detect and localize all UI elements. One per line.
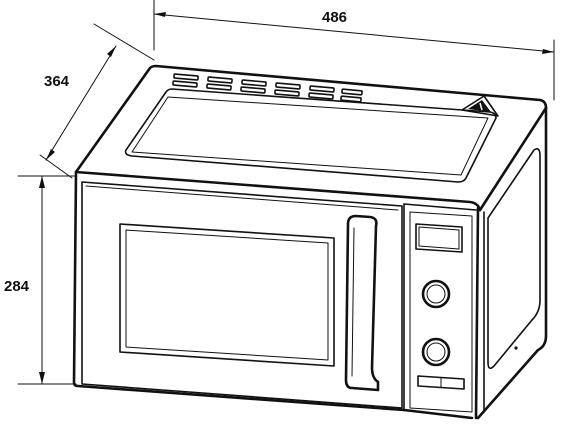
- side-panel: [487, 148, 541, 370]
- power-knob[interactable]: [421, 279, 451, 309]
- vent-slot: [206, 76, 233, 91]
- top-vents: [172, 73, 363, 103]
- door: [81, 181, 403, 409]
- microwave-body: [72, 64, 548, 420]
- warning-triangle-icon: [461, 95, 499, 117]
- vent-slot: [274, 82, 301, 97]
- vent-slot: [308, 85, 335, 100]
- vent-slot: [240, 79, 267, 94]
- width-label: 486: [322, 9, 347, 26]
- dimension-width: 486: [153, 0, 555, 101]
- top-panel: [124, 88, 497, 183]
- control-panel: [403, 203, 477, 413]
- display-screen: [415, 223, 463, 253]
- door-release-button[interactable]: [417, 375, 465, 390]
- vent-slot: [340, 88, 363, 103]
- depth-label: 364: [44, 73, 70, 90]
- door-window: [119, 223, 335, 367]
- dimension-height: 284: [4, 175, 77, 385]
- door-handle: [344, 214, 380, 392]
- vent-slot: [172, 73, 199, 88]
- timer-knob[interactable]: [421, 337, 451, 367]
- side-screw: [514, 346, 518, 350]
- height-label: 284: [4, 278, 30, 295]
- dimension-depth: 364: [39, 23, 155, 179]
